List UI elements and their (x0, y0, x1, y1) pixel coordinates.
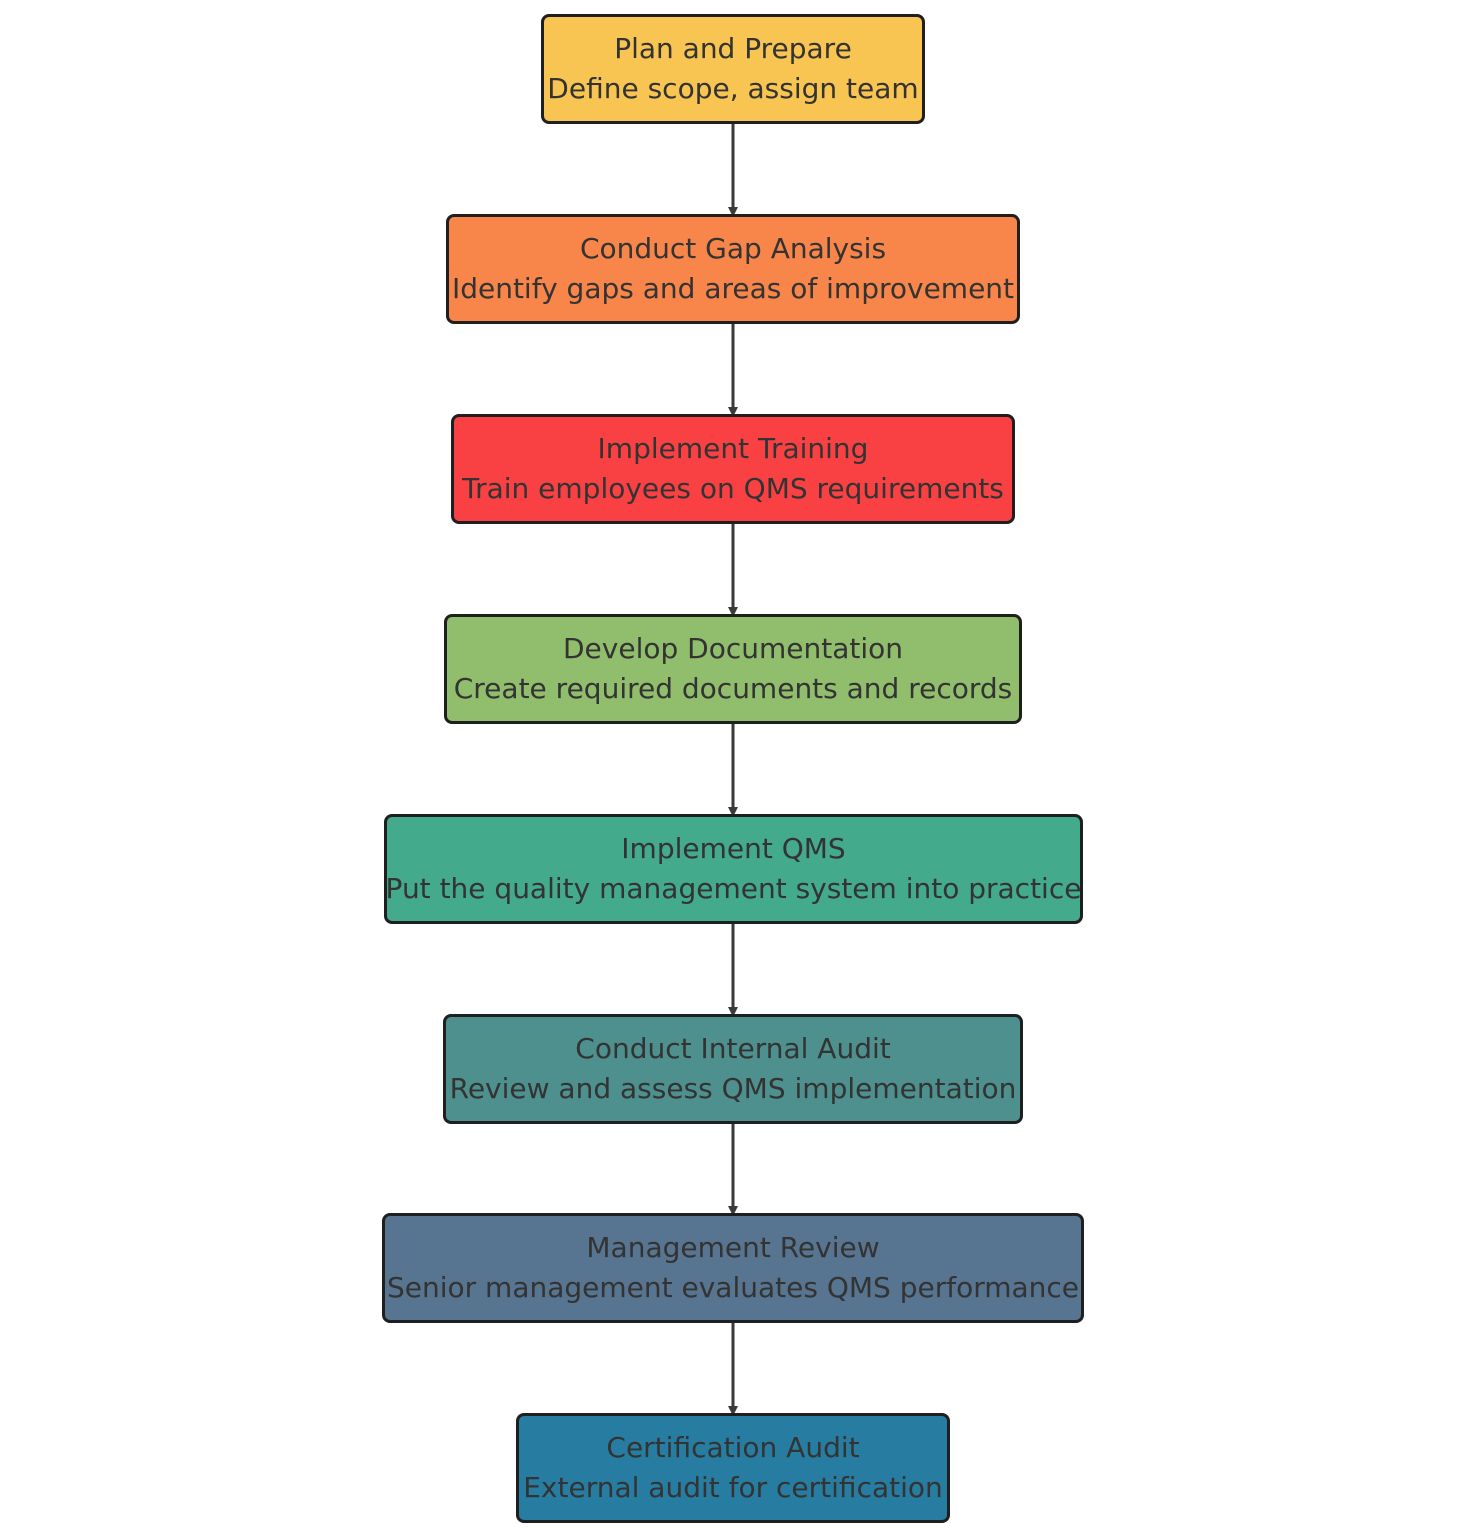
step-description: Identify gaps and areas of improvement (451, 272, 1015, 305)
step-description: External audit for certification (523, 1471, 943, 1504)
step-description: Create required documents and records (453, 672, 1013, 705)
step-certification-audit: Certification Audit External audit for c… (516, 1413, 950, 1523)
step-description: Review and assess QMS implementation (449, 1072, 1017, 1105)
step-title: Certification Audit (606, 1431, 860, 1464)
step-implement-training: Implement Training Train employees on QM… (451, 414, 1015, 524)
step-develop-documentation: Develop Documentation Create required do… (444, 614, 1022, 724)
step-title: Conduct Gap Analysis (579, 232, 887, 265)
step-conduct-internal-audit: Conduct Internal Audit Review and assess… (443, 1014, 1023, 1124)
step-description: Put the quality management system into p… (385, 872, 1082, 905)
step-description: Define scope, assign team (547, 72, 919, 105)
step-plan-and-prepare: Plan and Prepare Define scope, assign te… (541, 14, 925, 124)
step-management-review: Management Review Senior management eval… (382, 1213, 1084, 1323)
step-description: Train employees on QMS requirements (462, 472, 1004, 505)
step-description: Senior management evaluates QMS performa… (386, 1271, 1080, 1304)
step-title: Implement Training (597, 432, 869, 465)
step-title: Develop Documentation (562, 632, 904, 665)
step-title: Plan and Prepare (614, 32, 852, 65)
step-title: Conduct Internal Audit (575, 1032, 891, 1065)
step-conduct-gap-analysis: Conduct Gap Analysis Identify gaps and a… (446, 214, 1020, 324)
step-title: Implement QMS (621, 832, 846, 865)
step-title: Management Review (586, 1231, 880, 1264)
step-implement-qms: Implement QMS Put the quality management… (384, 814, 1083, 924)
